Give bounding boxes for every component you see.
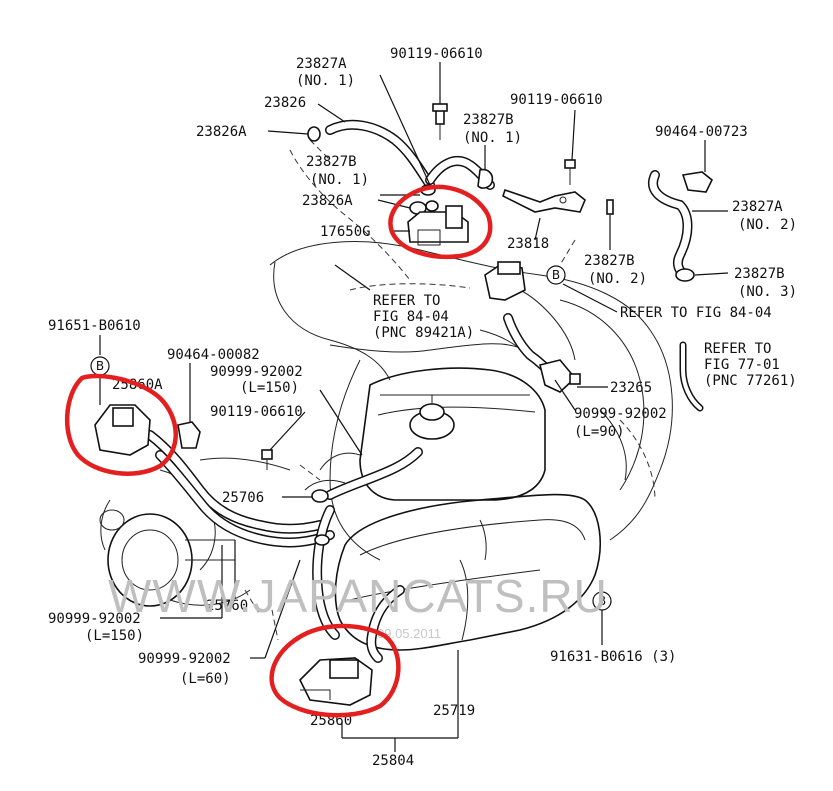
label-90999-l150-upper: 90999-92002 <box>210 364 303 380</box>
watermark-text: WWW.JAPANCATS.RU <box>108 570 608 622</box>
label-no2-b: (NO. 2) <box>588 271 647 287</box>
watermark: WWW.JAPANCATS.RU 09.05.2011 <box>108 570 608 641</box>
label-91651-b0610: 91651-B0610 <box>48 318 141 334</box>
label-no3: (NO. 3) <box>738 284 797 300</box>
label-90119-top: 90119-06610 <box>390 46 483 62</box>
label-l150-lower: (L=150) <box>85 628 144 644</box>
label-23827b-no3: 23827B <box>734 266 785 282</box>
label-refer-2: REFER TO FIG 84-04 <box>620 305 772 321</box>
label-91631-b0616: 91631-B0616 (3) <box>550 649 676 665</box>
label-refer-3a: REFER TO <box>704 341 771 357</box>
label-23265: 23265 <box>610 380 652 396</box>
label-17650g: 17650G <box>320 224 371 240</box>
label-23826a-top: 23826A <box>196 124 247 140</box>
bubble-b-center: B <box>552 268 560 282</box>
label-l60: (L=60) <box>180 671 231 687</box>
label-refer-1a: REFER TO <box>373 293 440 309</box>
bubble-b-left: B <box>96 359 104 373</box>
label-refer-3b: FIG 77-01 <box>704 357 780 373</box>
leader-lines <box>99 62 729 752</box>
bubble-b-lower: B <box>598 594 606 608</box>
label-l90: (L=90) <box>574 424 625 440</box>
label-25760: 25760 <box>206 598 248 614</box>
label-25719: 25719 <box>433 703 475 719</box>
label-23827a-no2: 23827A <box>732 199 783 215</box>
label-90464-00082: 90464-00082 <box>167 347 260 363</box>
watermark-date: 09.05.2011 <box>377 626 441 641</box>
part-labels: 23827A (NO. 1) 23826 23826A 23827B (NO. … <box>48 46 797 769</box>
label-90999-l150-lower: 90999-92002 <box>48 611 141 627</box>
label-23827a-no1: 23827A <box>296 56 347 72</box>
label-25804: 25804 <box>372 753 414 769</box>
label-23826a-mid: 23826A <box>302 193 353 209</box>
label-refer-1c: (PNC 89421A) <box>373 325 474 341</box>
label-23827b-no1-left: 23827B <box>306 154 357 170</box>
label-refer-3c: (PNC 77261) <box>704 373 797 389</box>
highlight-circle-top <box>388 184 493 260</box>
label-23818: 23818 <box>507 236 549 252</box>
label-90999-l90: 90999-92002 <box>574 406 667 422</box>
label-refer-1b: FIG 84-04 <box>373 309 449 325</box>
label-no1-c: (NO. 1) <box>463 130 522 146</box>
label-23827b-no1-right: 23827B <box>463 112 514 128</box>
engine-outline <box>99 139 673 651</box>
label-90119-left: 90119-06610 <box>210 404 303 420</box>
highlight-marks <box>65 184 493 718</box>
label-90464-00723: 90464-00723 <box>655 124 748 140</box>
highlight-circle-left <box>65 373 178 476</box>
highlight-circle-lower <box>269 623 401 718</box>
label-90999-l60: 90999-92002 <box>138 651 231 667</box>
label-90119-right: 90119-06610 <box>510 92 603 108</box>
small-parts <box>94 103 714 706</box>
label-no1-a: (NO. 1) <box>296 73 355 89</box>
label-no2-a: (NO. 2) <box>738 217 797 233</box>
hose-lines <box>145 119 704 663</box>
label-25706: 25706 <box>222 490 264 506</box>
reference-bubbles: B B B <box>90 265 612 611</box>
label-23826: 23826 <box>264 95 306 111</box>
label-l150-upper: (L=150) <box>240 380 299 396</box>
label-23827b-no2: 23827B <box>584 253 635 269</box>
label-no1-b: (NO. 1) <box>310 172 369 188</box>
